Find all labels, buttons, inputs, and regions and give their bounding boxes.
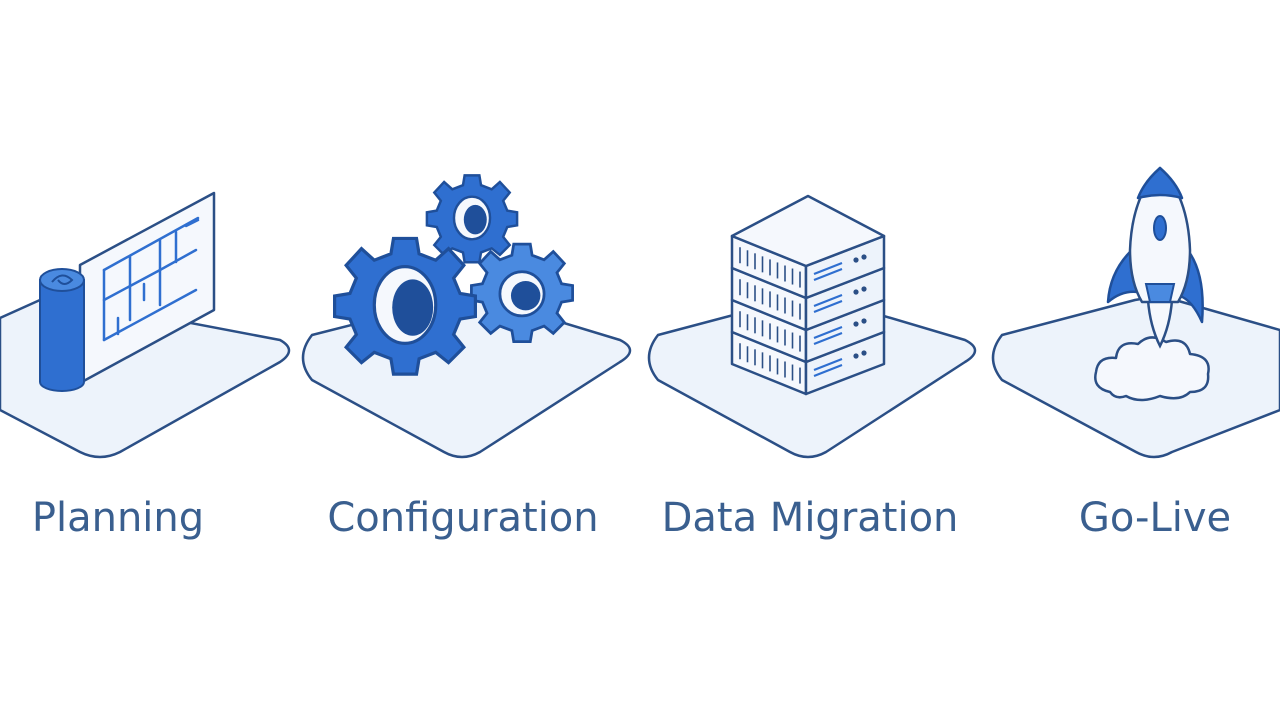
server-stack-icon <box>730 194 886 396</box>
stage-label-planning: Planning <box>31 495 205 541</box>
stage-data-migration <box>647 194 977 459</box>
stage-label-go-live: Go-Live <box>1078 495 1232 541</box>
gears-icon <box>333 174 574 376</box>
stage-planning <box>0 191 291 459</box>
server-top <box>730 194 886 268</box>
server-unit <box>730 266 886 332</box>
blueprint-icon <box>39 191 216 392</box>
stage-go-live <box>991 166 1280 459</box>
stage-configuration <box>301 174 632 459</box>
stage-label-data-migration: Data Migration <box>661 495 959 541</box>
stage-label-configuration: Configuration <box>327 495 599 541</box>
rocket-icon <box>1094 166 1210 402</box>
